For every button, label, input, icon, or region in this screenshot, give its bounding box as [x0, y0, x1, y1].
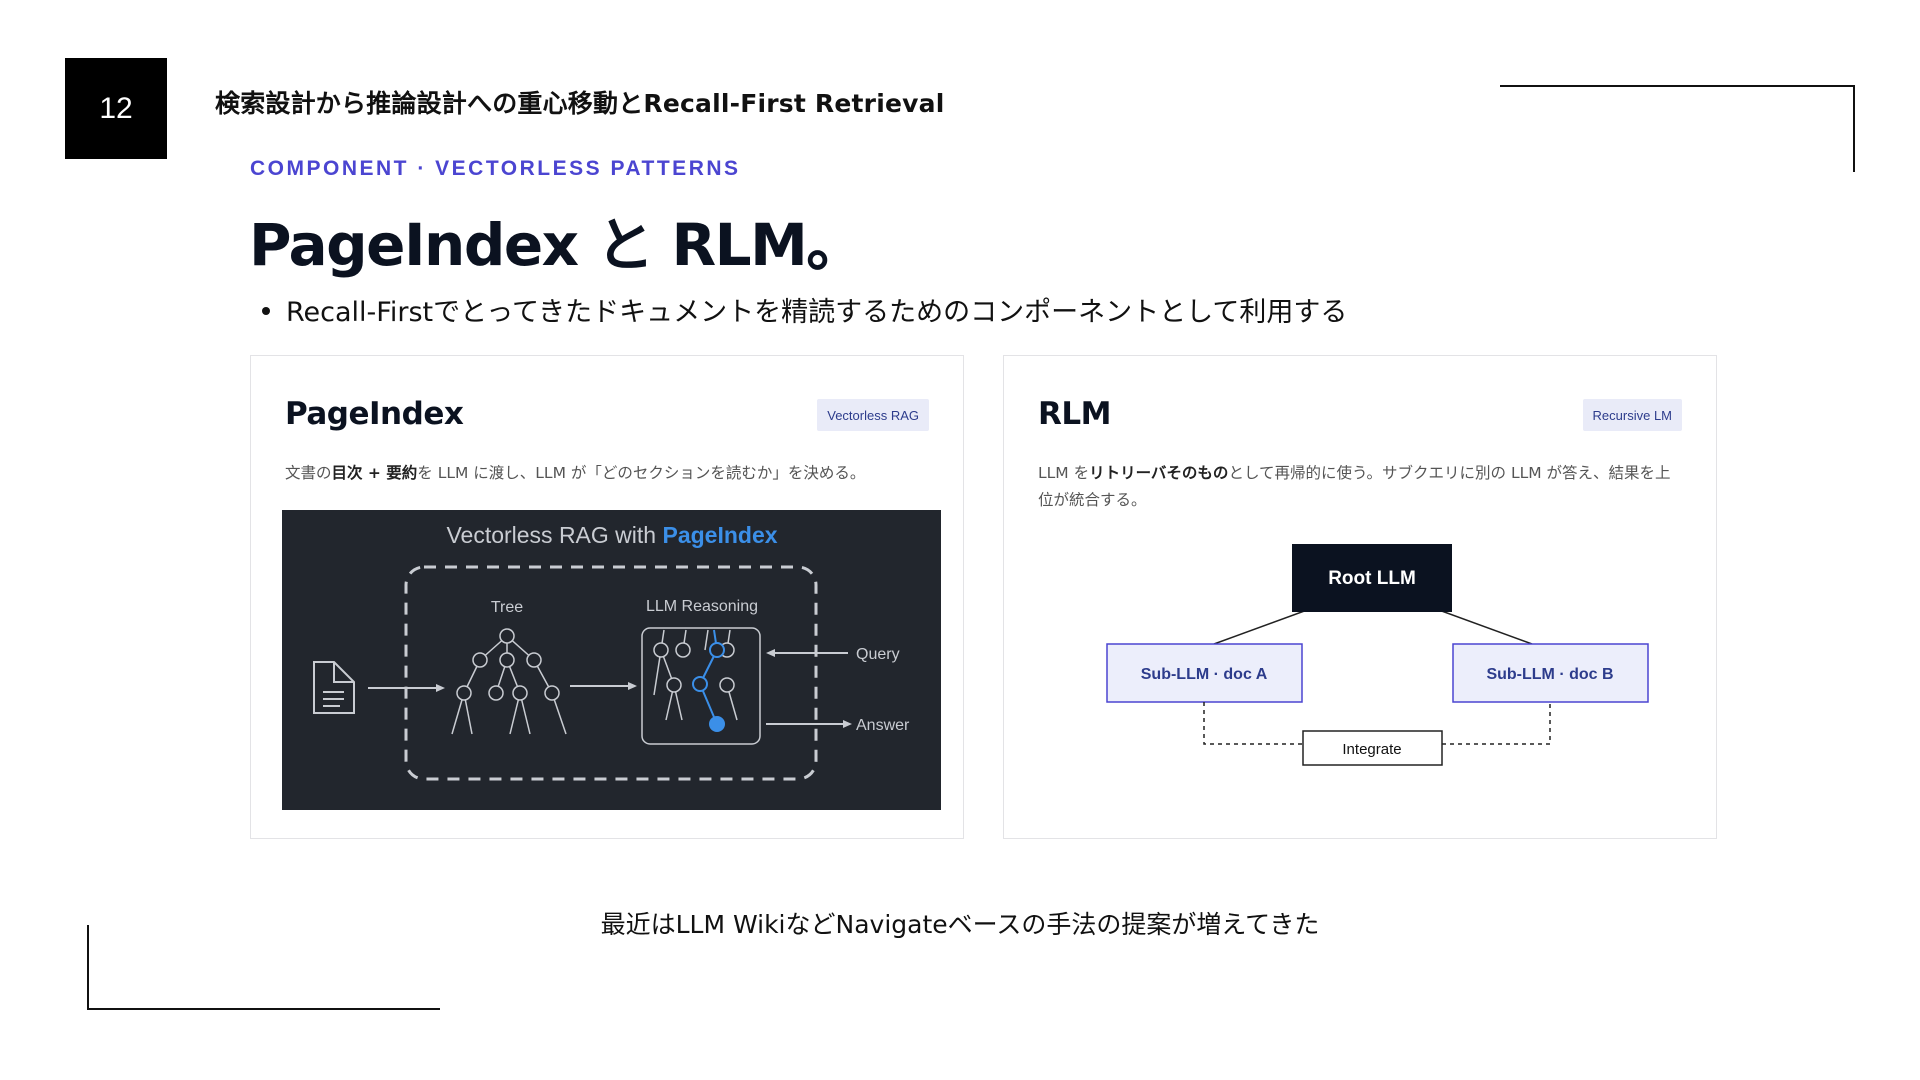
desc-text: 文書の [285, 464, 332, 482]
integrate-label: Integrate [1342, 741, 1401, 758]
desc-bold: リトリーバそのもの [1089, 464, 1229, 482]
document-icon [313, 661, 355, 714]
answer-label: Answer [856, 717, 910, 734]
pageindex-card-description: 文書の目次 + 要約を LLM に渡し、LLM が「どのセクションを読むか」を決… [285, 460, 929, 487]
rlm-card-badge: Recursive LM [1582, 399, 1682, 431]
arrow-doc-to-tree [368, 684, 445, 692]
reasoning-label: LLM Reasoning [646, 598, 758, 615]
query-label: Query [856, 646, 900, 663]
root-llm-node [1292, 544, 1452, 612]
tree-graphic [451, 628, 567, 735]
desc-bold: 目次 + 要約 [331, 464, 418, 482]
pageindex-diagram: Vectorless RAG with PageIndex Tree [282, 510, 941, 810]
pageindex-card-badge: Vectorless RAG [817, 399, 929, 431]
rlm-card: RLM Recursive LM LLM をリトリーバそのものとして再帰的に使う… [1003, 355, 1717, 839]
desc-text: として再帰的に使う。サブクエリに別の LLM が答え、結果を上位が統合する。 [1038, 464, 1671, 509]
footer-note: 最近はLLM WikiなどNavigateベースの手法の提案が増えてきた [600, 910, 1320, 939]
reasoning-graphic [641, 627, 761, 745]
corner-frame-bottom-left-vertical [87, 925, 89, 1010]
sub-llm-b-label: Sub-LLM · doc B [1486, 666, 1613, 683]
arrow-tree-to-reasoning [570, 682, 637, 690]
rlm-diagram: Root LLM Sub-LLM · doc A Sub-LLM · doc B… [1004, 526, 1718, 826]
sub-llm-b-node [1452, 643, 1649, 703]
dashed-container [404, 565, 818, 781]
rlm-diagram-svg: Root LLM Sub-LLM · doc A Sub-LLM · doc B… [1106, 544, 1649, 766]
diagram-title: Vectorless RAG with PageIndex [446, 522, 777, 548]
sub-llm-a-label: Sub-LLM · doc A [1141, 666, 1268, 683]
tree-label: Tree [491, 599, 523, 616]
bullet-point: Recall-Firstでとってきたドキュメントを精読するためのコンポーネントと… [262, 290, 1347, 329]
pageindex-diagram-svg: Vectorless RAG with PageIndex Tree [313, 522, 910, 781]
pageindex-card: PageIndex Vectorless RAG 文書の目次 + 要約を LLM… [250, 355, 964, 839]
slide-title: PageIndex と RLM。 [249, 211, 864, 279]
root-llm-label: Root LLM [1328, 568, 1416, 589]
sub-llm-a-node [1106, 643, 1303, 703]
corner-frame-top-right-horizontal [1500, 85, 1855, 87]
desc-text: LLM を [1038, 464, 1090, 482]
bullet-text: Recall-Firstでとってきたドキュメントを精読するためのコンポーネントと… [286, 297, 1348, 328]
page-number: 12 [65, 58, 167, 159]
corner-frame-bottom-left-horizontal [87, 1008, 440, 1010]
corner-frame-top-right-vertical [1853, 85, 1855, 172]
header-title: 検索設計から推論設計への重心移動とRecall-First Retrieval [215, 89, 945, 118]
rlm-card-title: RLM [1038, 396, 1111, 432]
rlm-card-description: LLM をリトリーバそのものとして再帰的に使う。サブクエリに別の LLM が答え… [1038, 460, 1682, 514]
dashed-integration-connector [1203, 702, 1551, 745]
query-arrow [766, 649, 848, 657]
desc-text: を LLM に渡し、LLM が「どのセクションを読むか」を決める。 [417, 464, 866, 482]
section-eyebrow: COMPONENT · VECTORLESS PATTERNS [250, 157, 741, 180]
integrate-node [1302, 730, 1443, 766]
answer-arrow [766, 720, 852, 728]
bullet-dot [262, 306, 270, 315]
pageindex-card-title: PageIndex [285, 396, 464, 432]
